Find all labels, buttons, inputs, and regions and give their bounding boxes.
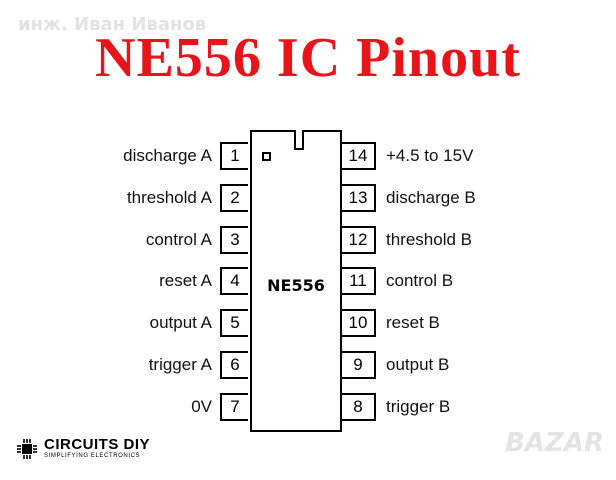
pin-3-label: control A [145, 230, 212, 249]
pin-4: 4 [220, 267, 248, 295]
pin-12-label: threshold B [386, 230, 472, 249]
pin-6-label: trigger A [148, 355, 212, 374]
pin-1-label: discharge A [123, 146, 212, 165]
pin-13-label: discharge B [386, 188, 476, 207]
pin-11: 11 [342, 267, 376, 295]
chip-logo-icon [17, 439, 37, 459]
pin-7: 7 [220, 393, 248, 421]
pin1-marker-dot [262, 152, 271, 161]
pin-12: 12 [342, 226, 376, 254]
pin-2: 2 [220, 184, 248, 212]
chip-notch [294, 130, 304, 150]
pin-2-label: threshold A [126, 188, 212, 207]
pin-13: 13 [342, 184, 376, 212]
logo-main-text: CIRCUITS DIY [44, 436, 151, 453]
pin-9-label: output B [386, 355, 450, 374]
pin-10-label: reset B [386, 313, 440, 332]
pin-8: 8 [342, 393, 376, 421]
logo-sub-text: SIMPLIFYING ELECTRONICS [44, 453, 141, 459]
pin-7-label: 0V [191, 397, 212, 416]
pin-14: 14 [342, 142, 376, 170]
chip-label: NE556 [267, 276, 325, 295]
pin-5-label: output A [149, 313, 212, 332]
pin-10: 10 [342, 309, 376, 337]
pin-11-label: control B [386, 271, 454, 290]
pin-5: 5 [220, 309, 248, 337]
page-title: NE556 IC Pinout [95, 27, 521, 89]
bazar-watermark: BAZAR [505, 428, 604, 458]
pin-8-label: trigger B [386, 397, 451, 416]
pin-6: 6 [220, 351, 248, 379]
circuits-diy-logo: CIRCUITS DIY SIMPLIFYING ELECTRONICS [16, 434, 150, 464]
author-watermark: инж. Иван Иванов [18, 14, 207, 35]
pin-3: 3 [220, 226, 248, 254]
pin-1: 1 [220, 142, 248, 170]
ic-body: NE556 [250, 130, 342, 432]
pin-9: 9 [342, 351, 376, 379]
pin-4-label: reset A [159, 271, 212, 290]
pin-14-label: +4.5 to 15V [386, 146, 474, 165]
